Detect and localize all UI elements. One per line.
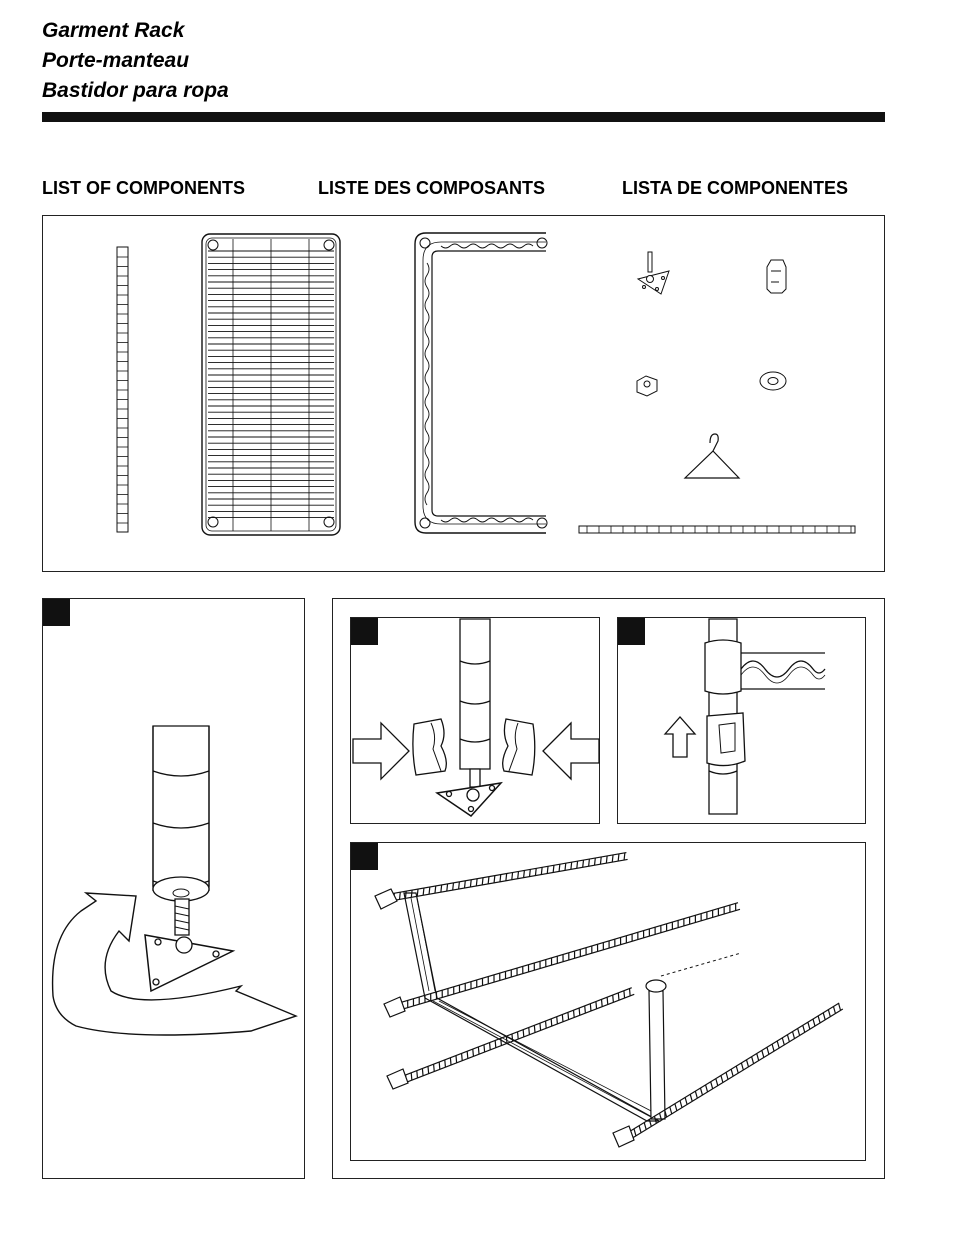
components-heading-french: LISTE DES COMPOSANTS — [318, 178, 546, 198]
attach-sleeves-icon — [351, 618, 601, 825]
post-icon — [117, 247, 128, 532]
slide-frame-onto-post-icon — [618, 618, 867, 825]
components-heading-spanish: LISTA DE COMPONENTES — [622, 178, 849, 198]
step-2-badge — [351, 618, 378, 645]
nut-icon — [637, 376, 657, 396]
steps-panel — [332, 598, 885, 1179]
step-1-panel — [42, 598, 305, 1179]
hanging-rod-icon — [579, 526, 855, 533]
components-heading-english: LIST OF COMPONENTS — [42, 178, 246, 198]
title-block: Garment Rack Porte-manteau Bastidor para… — [42, 16, 229, 106]
components-illustration — [43, 216, 886, 573]
assembled-frame-icon — [351, 843, 867, 1162]
components-panel — [42, 215, 885, 572]
title-english: Garment Rack — [42, 19, 185, 42]
sleeve-clip-icon — [767, 260, 786, 293]
u-frame-icon — [415, 233, 547, 533]
leveling-foot-icon — [638, 252, 669, 294]
step-3-badge — [618, 618, 645, 645]
title-spanish: Bastidor para ropa — [42, 79, 229, 102]
washer-icon — [760, 372, 786, 390]
step-4-panel — [350, 842, 866, 1161]
screw-foot-into-post-icon — [43, 599, 306, 1180]
step-4-badge — [351, 843, 378, 870]
step-2-panel — [350, 617, 600, 824]
header-rule — [42, 112, 885, 122]
step-3-panel — [617, 617, 866, 824]
hanger-icon — [685, 434, 739, 478]
title-french: Porte-manteau — [42, 49, 190, 72]
step-1-badge — [43, 599, 70, 626]
wire-shelf-icon — [202, 234, 340, 535]
